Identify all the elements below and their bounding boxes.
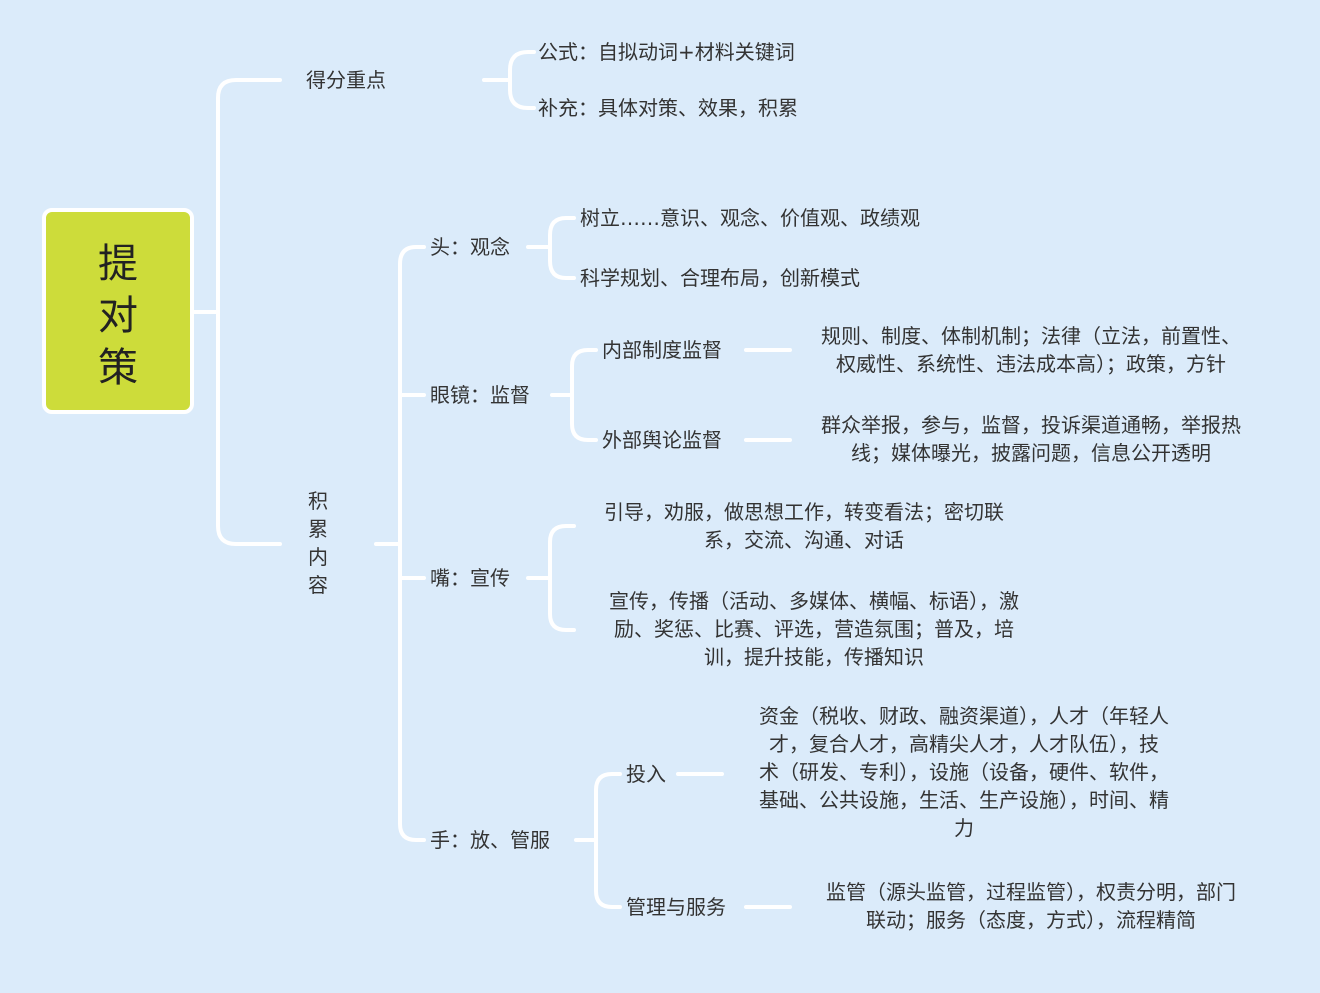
head-item-2: 科学规划、合理布局，创新模式 xyxy=(580,266,860,290)
root-node: 提 对 策 xyxy=(42,208,194,414)
mouth-item-guide: 引导，劝服，做思想工作，转变看法；密切联 系，交流、沟通、对话 xyxy=(604,500,1004,552)
scoring-item-supplement: 补充：具体对策、效果，积累 xyxy=(538,96,798,120)
hands-label: 手：放、管服 xyxy=(430,828,550,852)
branch-scoring-label: 得分重点 xyxy=(306,68,386,92)
mouth-label: 嘴：宣传 xyxy=(430,566,510,590)
branch-accumulate-label: 积 累 内 容 xyxy=(308,489,328,597)
hands-manage-detail: 监管（源头监管，过程监管），权责分明，部门 联动；服务（态度，方式），流程精简 xyxy=(826,880,1236,932)
head-label: 头：观念 xyxy=(430,235,510,259)
head-item-1: 树立……意识、观念、价值观、政绩观 xyxy=(580,206,920,230)
eyes-internal-detail: 规则、制度、体制机制；法律（立法，前置性、 权威性、系统性、违法成本高）；政策，… xyxy=(821,324,1241,376)
root-title: 提 对 策 xyxy=(98,241,138,391)
eyes-label: 眼镜：监督 xyxy=(430,383,530,407)
eyes-external-detail: 群众举报，参与，监督，投诉渠道通畅，举报热 线；媒体曝光，披露问题，信息公开透明 xyxy=(821,413,1241,465)
mouth-item-promote: 宣传，传播（活动、多媒体、横幅、标语），激 励、奖惩、比赛、评选，营造氛围；普及… xyxy=(609,589,1019,669)
hands-manage-label: 管理与服务 xyxy=(626,895,726,919)
eyes-internal-label: 内部制度监督 xyxy=(602,338,722,362)
scoring-item-formula: 公式：自拟动词+材料关键词 xyxy=(538,40,795,64)
hands-invest-detail: 资金（税收、财政、融资渠道），人才（年轻人 才，复合人才，高精尖人才，人才队伍）… xyxy=(759,704,1169,840)
hands-invest-label: 投入 xyxy=(626,762,666,786)
eyes-external-label: 外部舆论监督 xyxy=(602,428,722,452)
